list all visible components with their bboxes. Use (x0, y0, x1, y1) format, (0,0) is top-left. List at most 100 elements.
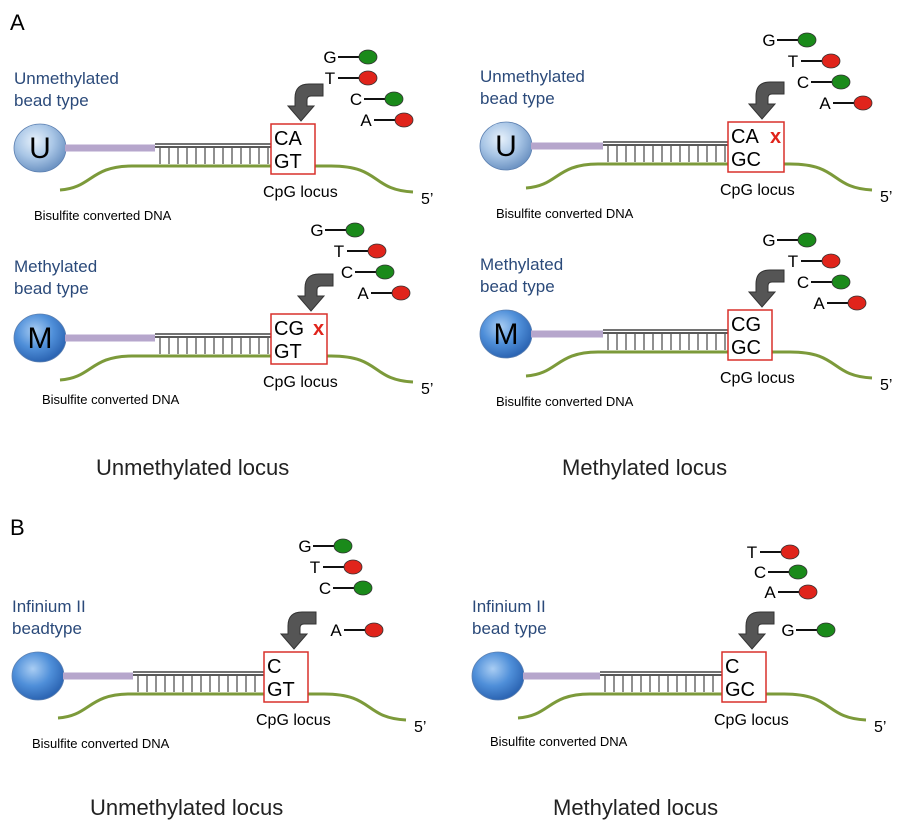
labeled-nucleotide-C-dye (353, 580, 373, 596)
probe-terminal-bases: CA (274, 128, 302, 150)
bisulfite-dna-label: Bisulfite converted DNA (496, 394, 634, 409)
labeled-nucleotide-T-letter: T (788, 52, 798, 71)
labeled-nucleotide-T-dye (343, 559, 363, 575)
caption-b-unmethylated-locus: Unmethylated locus (90, 795, 283, 820)
incorporated-nucleotide-G-letter: G (781, 621, 794, 640)
bead (471, 651, 525, 701)
labeled-nucleotide-C-letter: C (797, 73, 809, 92)
cpg-locus-box (263, 651, 309, 703)
bead-letter: M (28, 322, 53, 355)
strand-5prime-label: 5’ (880, 189, 892, 206)
target-bases: GT (274, 341, 302, 363)
labeled-nucleotide-G-letter: G (762, 231, 775, 250)
cpg-locus-box (721, 651, 767, 703)
target-bases: GT (274, 151, 302, 173)
bisulfite-dna-label: Bisulfite converted DNA (496, 206, 634, 221)
cpg-locus-label: CpG locus (263, 184, 338, 201)
probe-terminal-bases: CG (274, 318, 304, 340)
incorporation-arrow (279, 611, 317, 650)
cpg-locus-label: CpG locus (714, 712, 789, 729)
labeled-nucleotide-T-dye (358, 70, 378, 86)
labeled-nucleotide-G-letter: G (310, 221, 323, 240)
bead-type-label-line1: Infinium II (472, 597, 546, 616)
strand-5prime-label: 5’ (880, 377, 892, 394)
labeled-nucleotide-A-dye (391, 285, 411, 301)
cpg-locus-label: CpG locus (720, 370, 795, 387)
panel-b-infinium-ii-methylated: Infinium II bead type C GC CpG locus 5’ Bisulf… (471, 543, 886, 749)
bead-letter: M (494, 318, 519, 351)
labeled-nucleotide-T-letter: T (325, 69, 335, 88)
bisulfite-dna-label: Bisulfite converted DNA (34, 208, 172, 223)
mismatch-mark: x (313, 318, 324, 340)
labeled-nucleotide-A-dye (394, 112, 414, 128)
cpg-locus-box (727, 121, 785, 173)
incorporation-arrow (737, 611, 775, 650)
cpg-locus-box (270, 313, 328, 365)
cpg-locus-label: CpG locus (720, 182, 795, 199)
labeled-nucleotide-C-letter: C (319, 579, 331, 598)
incorporation-arrow (286, 83, 324, 122)
target-bases: GC (731, 337, 761, 359)
bisulfite-dna-label: Bisulfite converted DNA (42, 392, 180, 407)
cpg-locus-label: CpG locus (263, 374, 338, 391)
target-bases: GC (725, 679, 755, 701)
target-dna-strand (59, 354, 414, 384)
strand-5prime-label: 5’ (874, 719, 886, 736)
cpg-locus-box (727, 309, 773, 361)
labeled-nucleotide-G-dye (797, 32, 817, 48)
cpg-locus-box (270, 123, 316, 175)
incorporated-nucleotide-A-letter: A (330, 621, 342, 640)
section-label-b: B (10, 515, 25, 540)
labeled-nucleotide-G-dye (358, 49, 378, 65)
target-dna-strand (57, 692, 407, 722)
labeled-nucleotide-C-letter: C (754, 563, 766, 582)
bead (11, 651, 65, 701)
bead-type-label-line2: bead type (480, 89, 555, 108)
incorporation-arrow (747, 269, 785, 308)
target-dna-strand (517, 692, 867, 722)
labeled-nucleotide-T-letter: T (310, 558, 320, 577)
labeled-nucleotide-A-letter: A (764, 583, 776, 602)
bead-type-label-line2: beadtype (12, 619, 82, 638)
bisulfite-dna-label: Bisulfite converted DNA (490, 734, 628, 749)
bead-type-label-line2: bead type (14, 279, 89, 298)
bead-type-label-line2: bead type (472, 619, 547, 638)
labeled-nucleotide-C-letter: C (350, 90, 362, 109)
target-bases: GT (267, 679, 295, 701)
target-dna-strand (525, 350, 873, 380)
bead-letter: U (495, 130, 517, 163)
labeled-nucleotide-C-dye (384, 91, 404, 107)
labeled-nucleotide-T-letter: T (334, 242, 344, 261)
bead-type-label-line2: bead type (14, 91, 89, 110)
bead-type-label-line2: bead type (480, 277, 555, 296)
probe-terminal-bases: C (267, 656, 281, 678)
bead-letter: U (29, 132, 51, 165)
mismatch-mark: x (770, 126, 781, 148)
labeled-nucleotide-G-letter: G (298, 537, 311, 556)
labeled-nucleotide-G-dye (797, 232, 817, 248)
labeled-nucleotide-C-dye (831, 74, 851, 90)
incorporation-arrow (296, 273, 334, 312)
labeled-nucleotide-T-dye (821, 53, 841, 69)
labeled-nucleotide-C-dye (831, 274, 851, 290)
probe-terminal-bases: CG (731, 314, 761, 336)
labeled-nucleotide-T-dye (821, 253, 841, 269)
caption-b-methylated-locus: Methylated locus (553, 795, 718, 820)
caption-a-methylated-locus: Methylated locus (562, 455, 727, 480)
labeled-nucleotide-T-letter: T (747, 543, 757, 562)
labeled-nucleotide-G-dye (345, 222, 365, 238)
bead-type-label-line1: Infinium II (12, 597, 86, 616)
labeled-nucleotide-C-dye (788, 564, 808, 580)
labeled-nucleotide-C-dye (375, 264, 395, 280)
labeled-nucleotide-A-letter: A (360, 111, 372, 130)
bead-type-label-line1: Unmethylated (480, 67, 585, 86)
probe-terminal-bases: CA (731, 126, 759, 148)
labeled-nucleotide-T-letter: T (788, 252, 798, 271)
